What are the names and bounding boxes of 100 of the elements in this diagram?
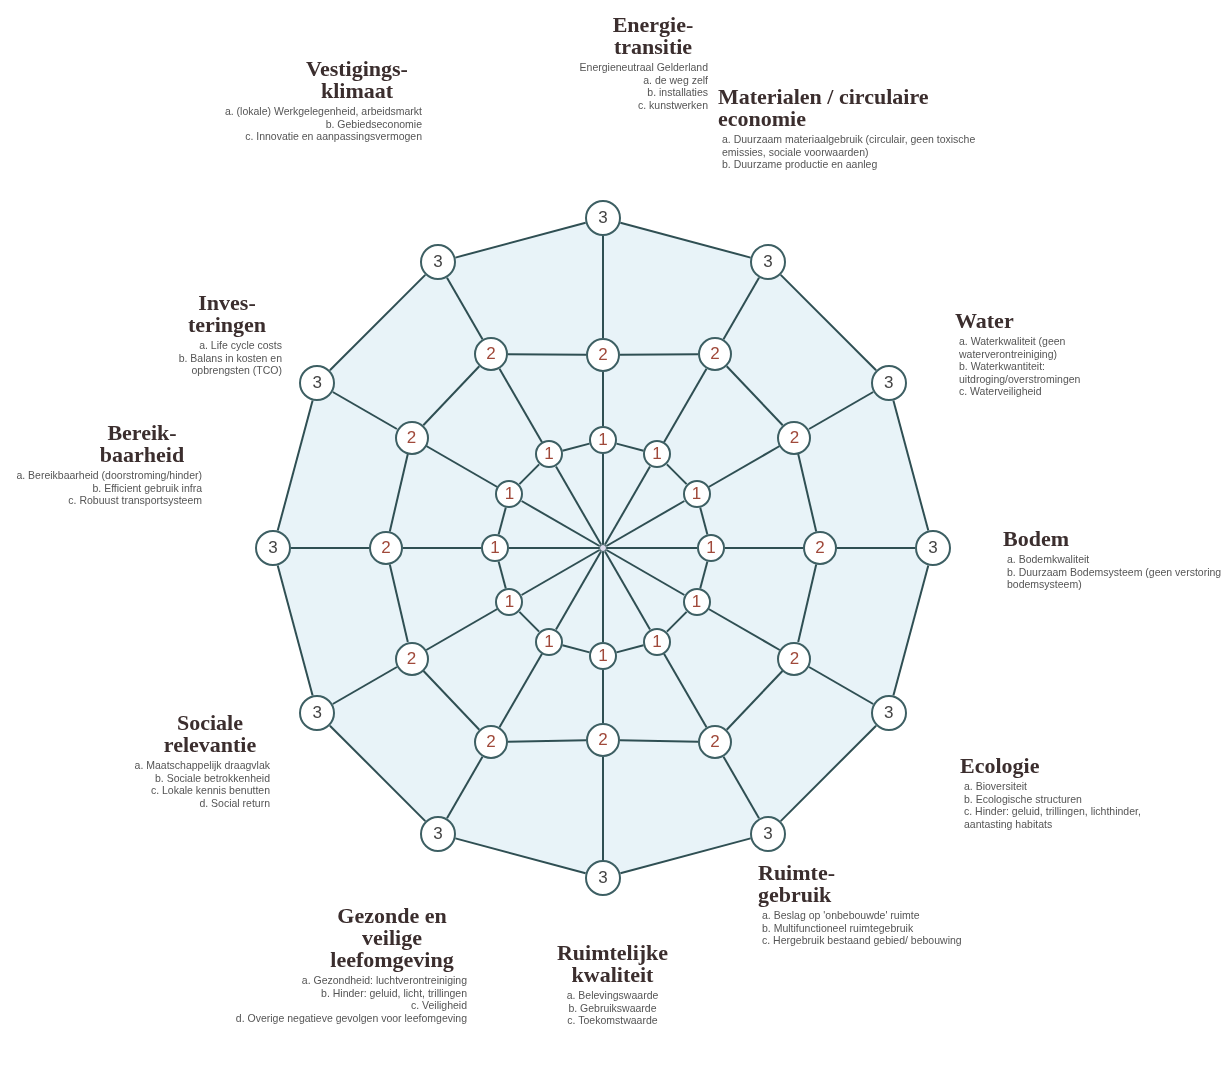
connector-line bbox=[797, 563, 818, 643]
connector-line bbox=[454, 221, 587, 259]
connector-line bbox=[604, 550, 651, 631]
criterion-text: b. Balans in kosten en opbrengsten (TCO) bbox=[177, 351, 282, 377]
connector-line bbox=[797, 453, 818, 533]
criterion-text: b. Efficient gebruik infra bbox=[91, 481, 202, 494]
score-circle: 3 bbox=[585, 860, 621, 896]
connector-line bbox=[808, 391, 875, 430]
connector-line bbox=[892, 399, 930, 532]
criterion-text: c. Lokale kennis benutten bbox=[149, 784, 270, 797]
connector-line bbox=[619, 221, 752, 259]
connector-line bbox=[328, 724, 427, 823]
connector-line bbox=[518, 610, 541, 633]
connector-line bbox=[615, 644, 645, 654]
criterion-text: b. Sociale betrokkenheid bbox=[154, 771, 270, 784]
connector-line bbox=[722, 755, 760, 820]
connector-line bbox=[276, 399, 314, 532]
connector-line bbox=[619, 837, 752, 875]
category-heading: Materialen / circulaire economie bbox=[718, 86, 930, 130]
criterion-text: b. Multifunctioneel ruimtegebruik bbox=[761, 921, 915, 934]
connector-line bbox=[498, 652, 543, 729]
score-circle: 3 bbox=[585, 200, 621, 236]
criterion-text: a. Waterkwaliteit (geen waterverontreiniging) bbox=[958, 335, 1067, 360]
criterion-text: a. Beslag op 'onbebouwde' ruimte bbox=[761, 909, 921, 922]
connector-line bbox=[619, 353, 699, 356]
criterion-text: a. Bereikbaarheid (doorstroming/hinder) bbox=[15, 469, 202, 482]
criterion-text: c. Innovatie en aanpassingsvermogen bbox=[244, 130, 422, 143]
connector-line bbox=[508, 547, 600, 549]
connector-line bbox=[779, 273, 878, 372]
criterion-text: c. kunstwerken bbox=[636, 98, 708, 111]
criterion-text: a. Belevingswaarde bbox=[565, 989, 660, 1002]
connector-line bbox=[725, 365, 784, 427]
category-heading: Bodem bbox=[1003, 528, 1069, 550]
criterion-text: a. (lokale) Werkgelegenheid, arbeidsmarkt bbox=[223, 105, 422, 118]
connector-line bbox=[699, 506, 709, 536]
connector-line bbox=[699, 560, 709, 590]
connector-line bbox=[602, 669, 604, 724]
category-heading: Inves-teringen bbox=[186, 292, 268, 336]
connector-line bbox=[507, 353, 587, 356]
criterion-text: b. Duurzame productie en aanleg bbox=[721, 158, 879, 171]
connector-line bbox=[602, 551, 604, 643]
connector-line bbox=[498, 367, 543, 444]
category-heading: Sociale relevantie bbox=[162, 712, 258, 756]
criterion-text: a. Life cycle costs bbox=[198, 339, 282, 352]
category-heading: Vestigings-klimaat bbox=[305, 58, 409, 102]
connector-line bbox=[892, 564, 930, 697]
connector-line bbox=[497, 506, 507, 536]
category-heading: Ruimte-gebruik bbox=[758, 862, 836, 906]
connector-line bbox=[561, 442, 591, 452]
criterion-text: a. de weg zelf bbox=[642, 73, 708, 86]
score-circle: 3 bbox=[299, 365, 336, 401]
score-circle: 3 bbox=[299, 695, 336, 731]
connector-line bbox=[290, 547, 370, 549]
connector-line bbox=[602, 371, 604, 427]
connector-line bbox=[520, 500, 601, 547]
connector-line bbox=[507, 739, 587, 743]
connector-line bbox=[388, 563, 409, 643]
connector-line bbox=[602, 235, 604, 339]
criterion-text: b. installaties bbox=[646, 86, 708, 99]
connector-line bbox=[555, 465, 602, 546]
connector-line bbox=[276, 564, 314, 697]
connector-line bbox=[602, 756, 604, 861]
connector-line bbox=[331, 666, 398, 705]
connector-line bbox=[446, 276, 484, 341]
score-circle: 3 bbox=[915, 530, 951, 566]
criterion-text: b. Hinder: geluid, licht, trillingen bbox=[320, 986, 467, 999]
connector-line bbox=[425, 608, 499, 651]
connector-line bbox=[446, 755, 484, 820]
connector-line bbox=[808, 666, 875, 705]
connector-line bbox=[663, 652, 708, 729]
criterion-text: c. Toekomstwaarde bbox=[566, 1014, 659, 1027]
score-circle: 3 bbox=[420, 244, 456, 281]
criterion-text: c. Hergebruik bestaand gebied/ bebouwing bbox=[761, 934, 963, 947]
criterion-text: Energieneutraal Gelderland bbox=[578, 61, 708, 74]
connector-line bbox=[605, 500, 686, 547]
connector-line bbox=[425, 445, 499, 488]
criterion-text: a. Duurzaam materiaalgebruik (circulair, geen toxische emissies, sociale voorwaarden) bbox=[721, 133, 977, 158]
connector-line bbox=[518, 463, 541, 486]
criterion-text: d. Overige negatieve gevolgen voor leefomgeving bbox=[234, 1011, 467, 1024]
category-heading: Ruimtelijke kwaliteit bbox=[555, 942, 670, 986]
connector-line bbox=[724, 547, 804, 549]
connector-line bbox=[561, 644, 591, 654]
criterion-text: b. Gebiedseconomie bbox=[324, 117, 422, 130]
criterion-text: c. Robuust transportsysteem bbox=[67, 494, 202, 507]
criterion-text: c. Hinder: geluid, trillingen, lichthinder, aantasting habitats bbox=[963, 805, 1142, 830]
score-circle: 3 bbox=[255, 530, 291, 566]
connector-line bbox=[606, 547, 698, 549]
criterion-text: d. Social return bbox=[198, 796, 270, 809]
connector-line bbox=[497, 560, 507, 590]
connector-line bbox=[707, 608, 781, 651]
criterion-text: c. Veiligheid bbox=[409, 999, 467, 1012]
category-heading: Energie-transitie bbox=[611, 14, 695, 58]
connector-line bbox=[619, 739, 699, 743]
criterion-text: b. Duurzaam Bodemsysteem (geen verstoring bodemsysteem) bbox=[1006, 565, 1223, 591]
connector-line bbox=[779, 724, 878, 823]
connector-line bbox=[665, 610, 688, 633]
connector-line bbox=[602, 453, 604, 545]
connector-line bbox=[388, 453, 409, 533]
connector-line bbox=[665, 463, 688, 486]
criterion-text: a. Gezondheid: luchtverontreiniging bbox=[300, 974, 467, 987]
